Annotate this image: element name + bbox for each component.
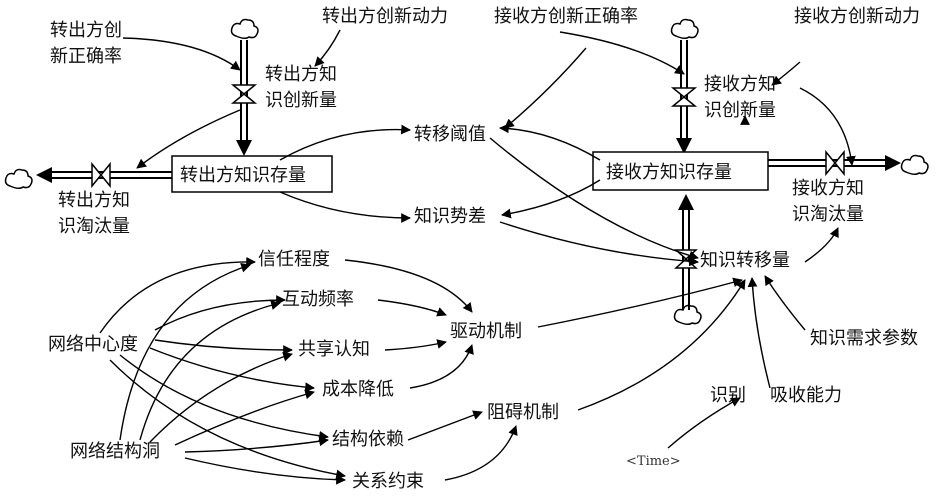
drive-mechanism-label: 驱动机制 bbox=[450, 321, 522, 342]
demand-param-label: 知识需求参数 bbox=[810, 328, 918, 349]
stock-box-sender bbox=[171, 155, 333, 193]
receiver-correct-rate-label: 接收方创新正确率 bbox=[494, 6, 638, 27]
interaction-label: 互动频率 bbox=[282, 289, 354, 310]
causal-links bbox=[99, 29, 856, 485]
shared-cognition-label: 共享认知 bbox=[298, 339, 370, 360]
cloud-icon-receiver-sink bbox=[900, 154, 929, 176]
cloud-icon-sender-source bbox=[230, 18, 259, 40]
receiver-obsolescence-line1: 接收方知 bbox=[792, 178, 864, 199]
sender-correct-rate-line2: 新正确率 bbox=[50, 46, 122, 67]
receiver-innovation-line2: 识创新量 bbox=[704, 100, 776, 121]
cloud-icon-receiver-source bbox=[670, 18, 699, 40]
trust-label: 信任程度 bbox=[258, 249, 330, 270]
receiver-obsolescence-line2: 识淘汰量 bbox=[792, 204, 864, 225]
sender-stock-label: 转出方知识存量 bbox=[180, 165, 306, 186]
centrality-label: 网络中心度 bbox=[48, 334, 138, 355]
barrier-mechanism-label: 阻碍机制 bbox=[487, 402, 559, 423]
threshold-label: 转移阈值 bbox=[414, 124, 486, 145]
pipe-sender-outflow bbox=[36, 167, 172, 183]
relational-constraint-label: 关系约束 bbox=[352, 471, 424, 492]
receiver-stock-label: 接收方知识存量 bbox=[606, 162, 732, 183]
sender-innovation-line2: 识创新量 bbox=[265, 90, 337, 111]
sender-innovation-line1: 转出方知 bbox=[265, 64, 337, 85]
receiver-innovation-line1: 接收方知 bbox=[704, 74, 776, 95]
cloud-icon-sender-sink bbox=[4, 168, 33, 190]
structural-holes-label: 网络结构洞 bbox=[70, 441, 160, 462]
valve-icon-receiver-inflow bbox=[670, 87, 698, 107]
time-label: <Time> bbox=[626, 454, 681, 469]
absorptive-capacity-label: 吸收能力 bbox=[770, 385, 842, 406]
valve-icon-sender-outflow bbox=[91, 161, 111, 189]
valve-icon-sender-inflow bbox=[230, 84, 258, 104]
stock-box-receiver bbox=[592, 151, 769, 191]
sender-motivation-label: 转出方创新动力 bbox=[322, 6, 448, 27]
sender-correct-rate-line1: 转出方创 bbox=[50, 20, 122, 41]
sender-obsolescence-line1: 转出方知 bbox=[58, 190, 130, 211]
cloud-icon-transfer-source bbox=[673, 304, 702, 326]
transfer-flow-label: 知识转移量 bbox=[700, 250, 790, 271]
valve-icon-receiver-outflow bbox=[825, 149, 845, 177]
receiver-motivation-label: 接收方创新动力 bbox=[794, 6, 920, 27]
identification-label: 识别 bbox=[710, 385, 746, 406]
structural-dependence-label: 结构依赖 bbox=[332, 429, 404, 450]
gradient-label: 知识势差 bbox=[414, 206, 486, 227]
cost-reduction-label: 成本降低 bbox=[322, 379, 394, 400]
sender-obsolescence-line2: 识淘汰量 bbox=[58, 216, 130, 237]
